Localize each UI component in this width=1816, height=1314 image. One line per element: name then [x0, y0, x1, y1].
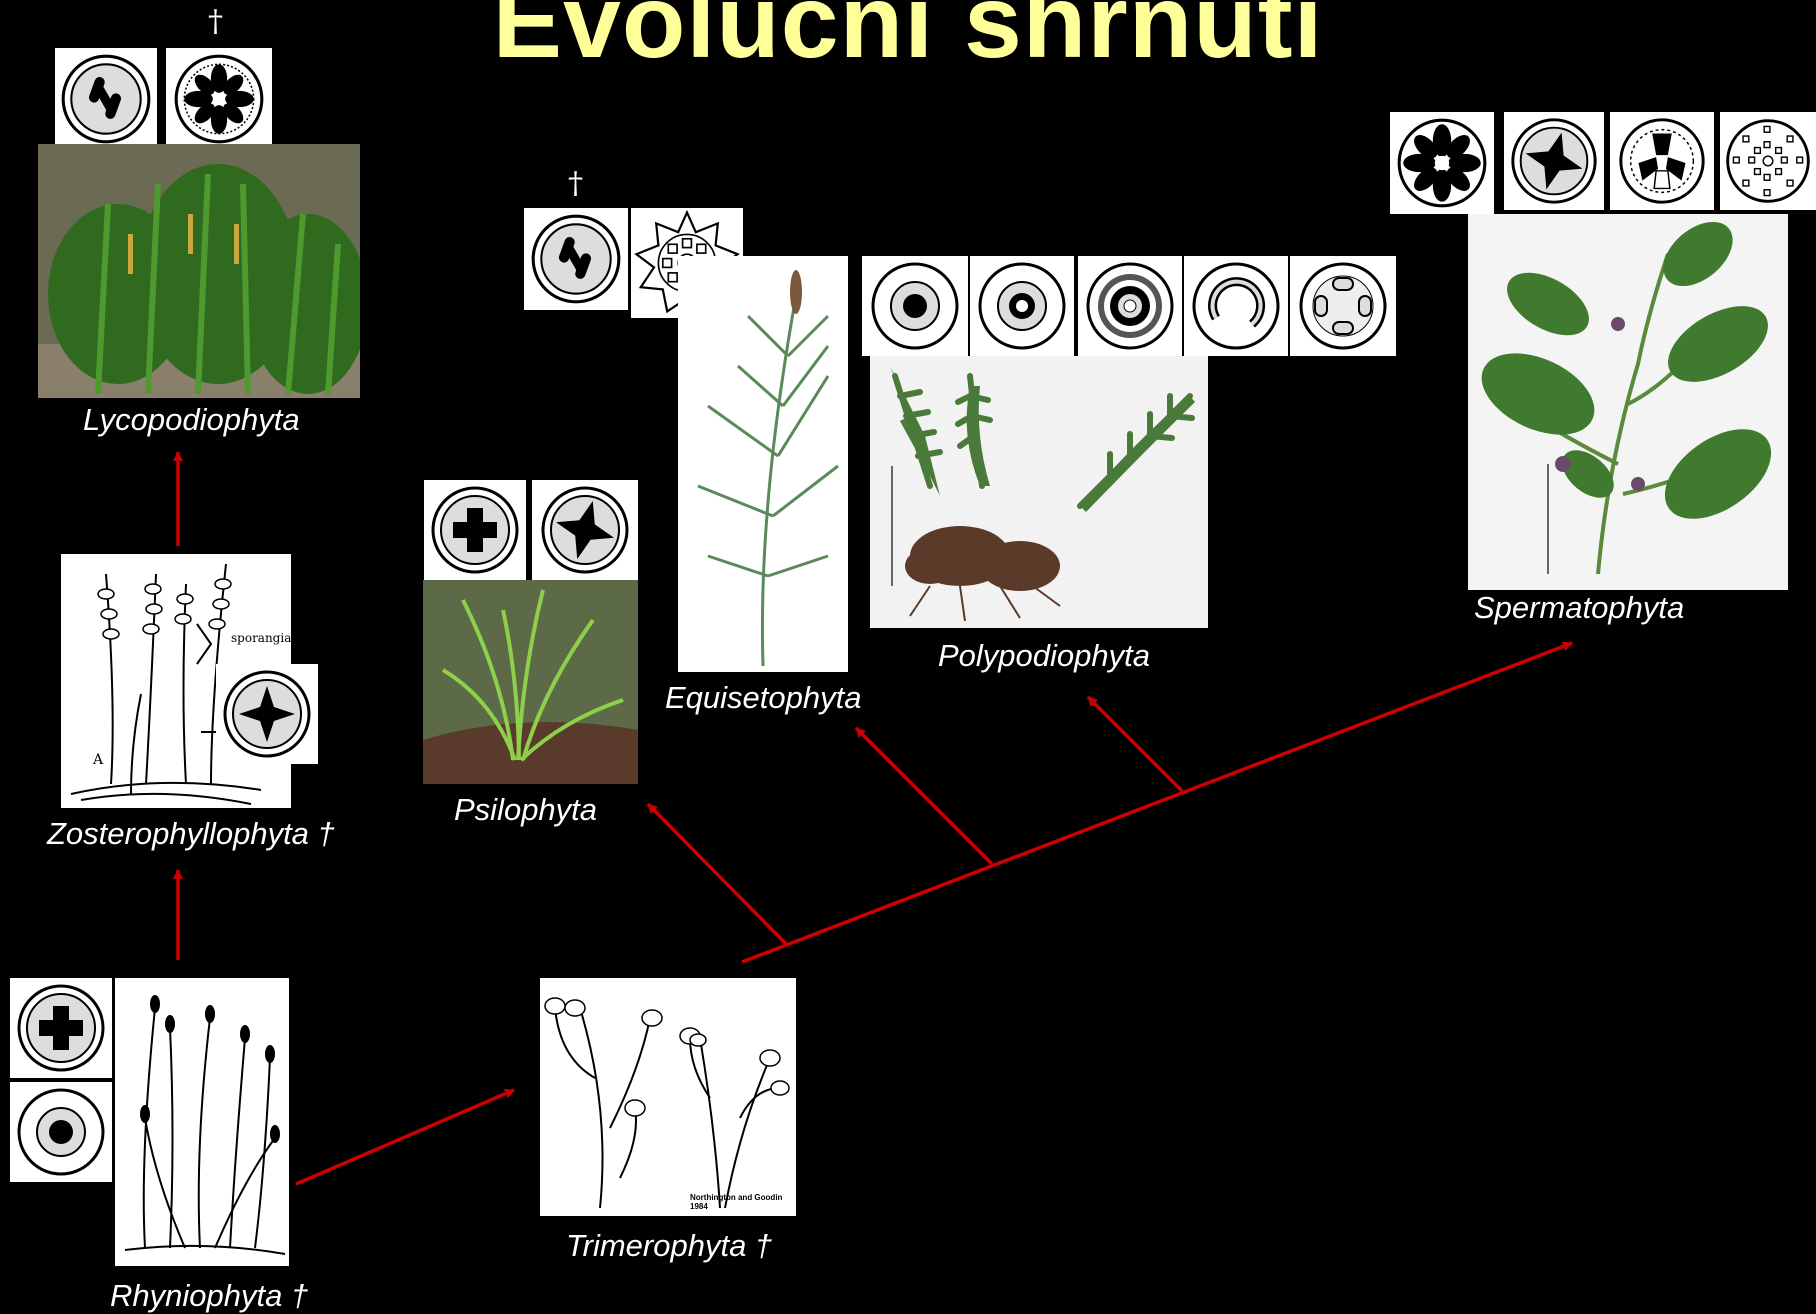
taxon-label-rhyniophyta: Rhyniophyta †	[110, 1278, 308, 1314]
taxon-label-spermatophyta: Spermatophyta	[1474, 590, 1684, 626]
exarch-star-stele-icon	[216, 664, 318, 764]
taxon-label-polypodiophyta: Polypodiophyta	[938, 638, 1150, 674]
extinct-dagger: †	[568, 166, 583, 201]
credit-line-1: Northington and Goodin	[690, 1193, 783, 1202]
amphiphloic-siphonostele-icon	[1078, 256, 1182, 356]
rhynia-drawing	[115, 978, 289, 1266]
actinostele-lobed-icon	[1390, 112, 1494, 214]
taxon-label-psilophyta: Psilophyta	[454, 792, 597, 828]
taxon-label-lycopodiophyta: Lycopodiophyta	[83, 402, 300, 438]
actinostele-star-icon	[532, 480, 638, 580]
credit-line-2: 1984	[690, 1202, 708, 1211]
arrow-to-polypodiophyta	[1088, 697, 1182, 791]
psilotum-photo	[423, 580, 638, 784]
sporangia-caption: sporangia	[231, 631, 291, 645]
ectophloic-siphonostele-icon	[970, 256, 1074, 356]
solenostele-icon	[1184, 256, 1288, 356]
actinostele-star-icon	[1504, 112, 1604, 210]
taxon-label-zosterophyllophyta: Zosterophyllophyta †	[47, 816, 335, 852]
polypodium-photo	[870, 356, 1208, 628]
haplostele-icon	[10, 1082, 112, 1182]
arrow-to-psilophyta	[648, 804, 786, 944]
eustele-partial-icon	[1610, 112, 1714, 210]
arrow-rhynio-to-trimero	[296, 1090, 514, 1184]
trimerophyte-drawing: Northington and Goodin 1984	[540, 978, 796, 1216]
extinct-dagger: †	[208, 4, 223, 39]
actinostele-lobed-icon	[166, 48, 272, 150]
dictyostele-icon	[1290, 256, 1396, 356]
equisetum-photo	[678, 256, 848, 672]
taxon-label-equisetophyta: Equisetophyta	[665, 680, 861, 716]
taxon-label-trimerophyta: Trimerophyta †	[566, 1228, 772, 1264]
plectostele-icon	[524, 208, 628, 310]
plectostele-icon	[55, 48, 157, 150]
protostele-cross-icon	[424, 480, 526, 580]
main-trunk	[742, 643, 1572, 962]
atropa-photo	[1468, 214, 1788, 590]
panel-letter: A	[92, 752, 104, 768]
lycopodium-photo	[38, 144, 360, 398]
page-title: Evoluční shrnutí	[0, 0, 1816, 82]
haplostele-icon	[862, 256, 968, 356]
atactostele-icon	[1720, 112, 1816, 210]
arrow-to-equisetophyta	[856, 728, 992, 864]
protostele-cross-icon	[10, 978, 112, 1078]
